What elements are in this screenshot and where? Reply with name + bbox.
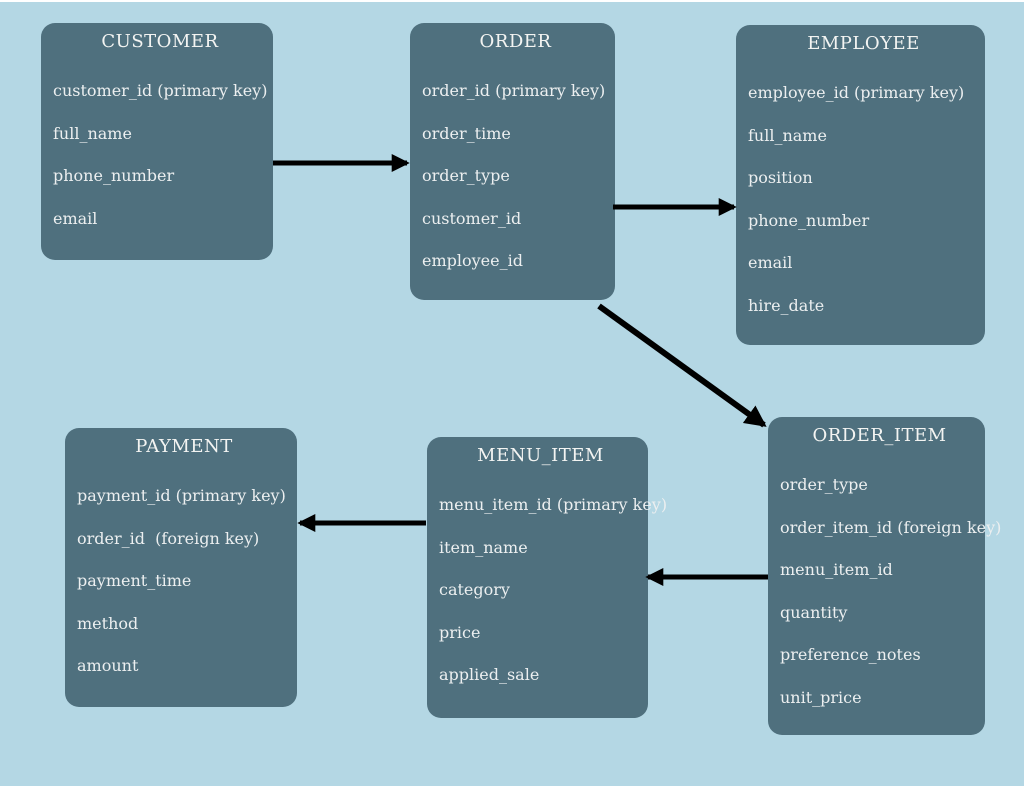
entity-field: item_name [439, 537, 528, 557]
entity-field: customer_id (primary key) [53, 81, 268, 100]
entity-title: MENU_ITEM [477, 445, 604, 466]
entity-field: email [748, 253, 793, 272]
entity-field: unit_price [780, 687, 862, 707]
entity-order: ORDER order_id (primary key) order_time … [410, 23, 615, 300]
entity-field-list: customer_id (primary key) full_name phon… [53, 80, 267, 230]
entity-field: payment_time [77, 571, 192, 590]
entity-field-list: order_type order_item_id (foreign key) m… [780, 474, 1002, 709]
entity-title: ORDER_ITEM [812, 425, 947, 446]
entity-field: employee_id [422, 251, 523, 270]
entity-field: customer_id [422, 208, 522, 228]
entity-field: quantity [780, 602, 848, 622]
entity-field: preference_notes [780, 645, 921, 664]
entity-field: employee_id (primary key) [748, 83, 965, 102]
entity-title: EMPLOYEE [807, 33, 920, 54]
entity-title: ORDER [479, 31, 552, 52]
entity-field: price [439, 622, 481, 642]
entity-field: full_name [748, 125, 827, 145]
entity-field: order_id (foreign key) [77, 528, 260, 548]
entity-field-list: menu_item_id (primary key) item_name cat… [439, 494, 668, 686]
entity-field: amount [77, 656, 139, 675]
entity-field: category [439, 580, 510, 599]
entity-field: order_type [780, 475, 868, 494]
entity-title: CUSTOMER [101, 31, 219, 52]
entity-menu-item: MENU_ITEM menu_item_id (primary key) ite… [427, 437, 668, 718]
entity-field: applied_sale [439, 665, 540, 684]
entity-field-list: order_id (primary key) order_time order_… [422, 80, 609, 272]
entity-payment: PAYMENT payment_id (primary key) order_i… [65, 428, 297, 707]
entity-field: order_type [422, 166, 510, 185]
entity-field: order_id (primary key) [422, 81, 606, 100]
entity-field: menu_item_id (primary key) [439, 495, 668, 514]
entity-field: menu_item_id [780, 560, 893, 579]
entity-field: payment_id (primary key) [77, 486, 286, 505]
entity-customer: CUSTOMER customer_id (primary key) full_… [41, 23, 273, 260]
entity-field: order_time [422, 123, 511, 143]
entity-field: position [748, 168, 813, 187]
entity-field: email [53, 208, 98, 228]
entity-order-item: ORDER_ITEM order_type order_item_id (for… [768, 417, 1002, 735]
entity-field: order_item_id (foreign key) [780, 517, 1002, 537]
entity-field: phone_number [53, 166, 175, 185]
entity-field: method [77, 613, 139, 633]
entity-field: hire_date [748, 295, 825, 315]
entity-field-list: employee_id (primary key) full_name posi… [748, 82, 979, 317]
entity-field-list: payment_id (primary key) order_id (forei… [77, 485, 291, 677]
entity-field: full_name [53, 123, 132, 143]
entity-employee: EMPLOYEE employee_id (primary key) full_… [736, 25, 985, 345]
entity-field: phone_number [748, 210, 870, 230]
entity-title: PAYMENT [135, 436, 233, 457]
